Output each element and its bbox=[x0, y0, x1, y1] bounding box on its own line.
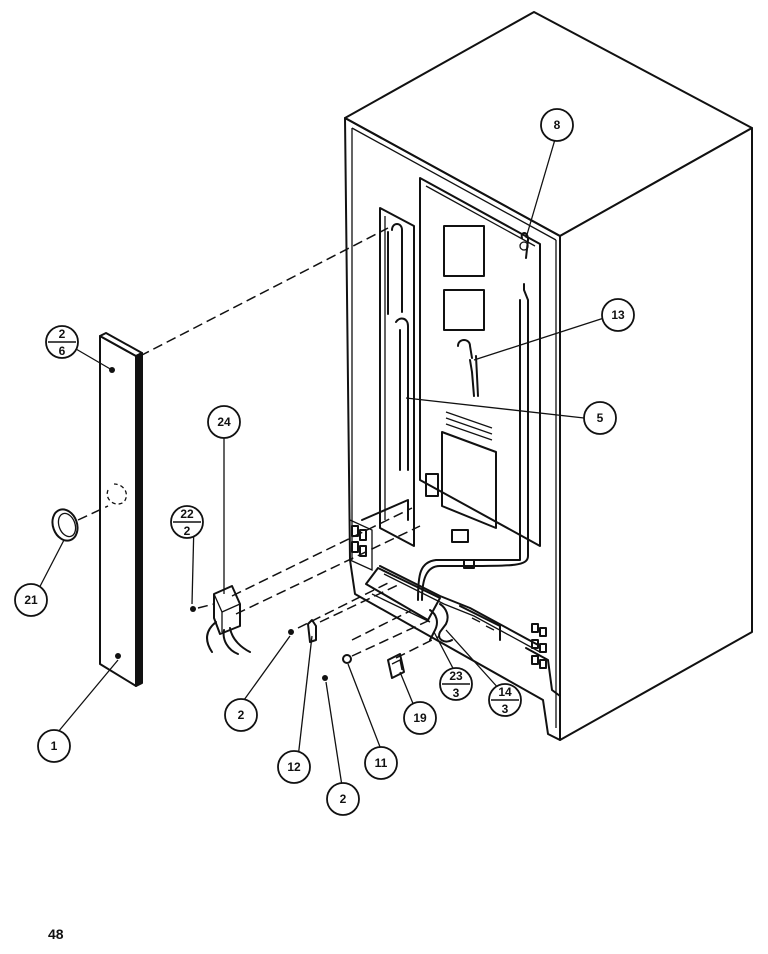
svg-text:2: 2 bbox=[340, 792, 347, 806]
svg-text:13: 13 bbox=[611, 308, 625, 322]
callout-19: 19 bbox=[403, 701, 437, 735]
svg-text:22: 22 bbox=[180, 507, 194, 521]
svg-text:11: 11 bbox=[375, 756, 388, 770]
page-number: 48 bbox=[48, 926, 64, 942]
svg-text:5: 5 bbox=[597, 411, 604, 425]
rear-cover-panel bbox=[99, 332, 143, 687]
callout-13: 13 bbox=[601, 298, 635, 332]
callout-2-over-6: 2 6 bbox=[45, 325, 79, 359]
callout-1: 1 bbox=[37, 729, 71, 763]
svg-text:2: 2 bbox=[59, 327, 66, 341]
callout-12: 12 bbox=[277, 750, 311, 784]
relay-box bbox=[190, 585, 251, 655]
svg-text:14: 14 bbox=[498, 685, 512, 699]
callout-14-over-3: 14 3 bbox=[488, 683, 522, 717]
svg-text:12: 12 bbox=[287, 760, 301, 774]
callout-11: 11 bbox=[364, 746, 398, 780]
callout-8: 8 bbox=[540, 108, 574, 142]
drain-channel bbox=[361, 207, 415, 547]
power-cord-wiring bbox=[417, 232, 529, 601]
callout-23-over-3: 23 3 bbox=[439, 667, 473, 701]
leader-lines bbox=[33, 135, 605, 787]
machine-compartment bbox=[349, 519, 561, 697]
svg-text:3: 3 bbox=[502, 702, 509, 716]
small-hardware bbox=[288, 619, 405, 681]
callout-24: 24 bbox=[207, 405, 241, 439]
callout-2-left: 2 bbox=[224, 698, 258, 732]
callout-21: 21 bbox=[14, 583, 48, 617]
rear-access-panel bbox=[419, 177, 541, 547]
callout-5: 5 bbox=[583, 401, 617, 435]
svg-text:2: 2 bbox=[238, 708, 245, 722]
svg-text:2: 2 bbox=[184, 524, 191, 538]
svg-text:19: 19 bbox=[413, 711, 427, 725]
svg-text:23: 23 bbox=[449, 669, 463, 683]
svg-text:8: 8 bbox=[554, 118, 561, 132]
svg-text:1: 1 bbox=[51, 739, 58, 753]
hole-plug bbox=[51, 505, 109, 542]
svg-text:3: 3 bbox=[453, 686, 460, 700]
callout-2-bottom: 2 bbox=[326, 782, 360, 816]
svg-text:21: 21 bbox=[24, 593, 38, 607]
callout-22-over-2: 22 2 bbox=[170, 505, 204, 539]
svg-text:24: 24 bbox=[217, 415, 231, 429]
assembly-lines bbox=[139, 227, 441, 659]
svg-text:6: 6 bbox=[59, 344, 66, 358]
